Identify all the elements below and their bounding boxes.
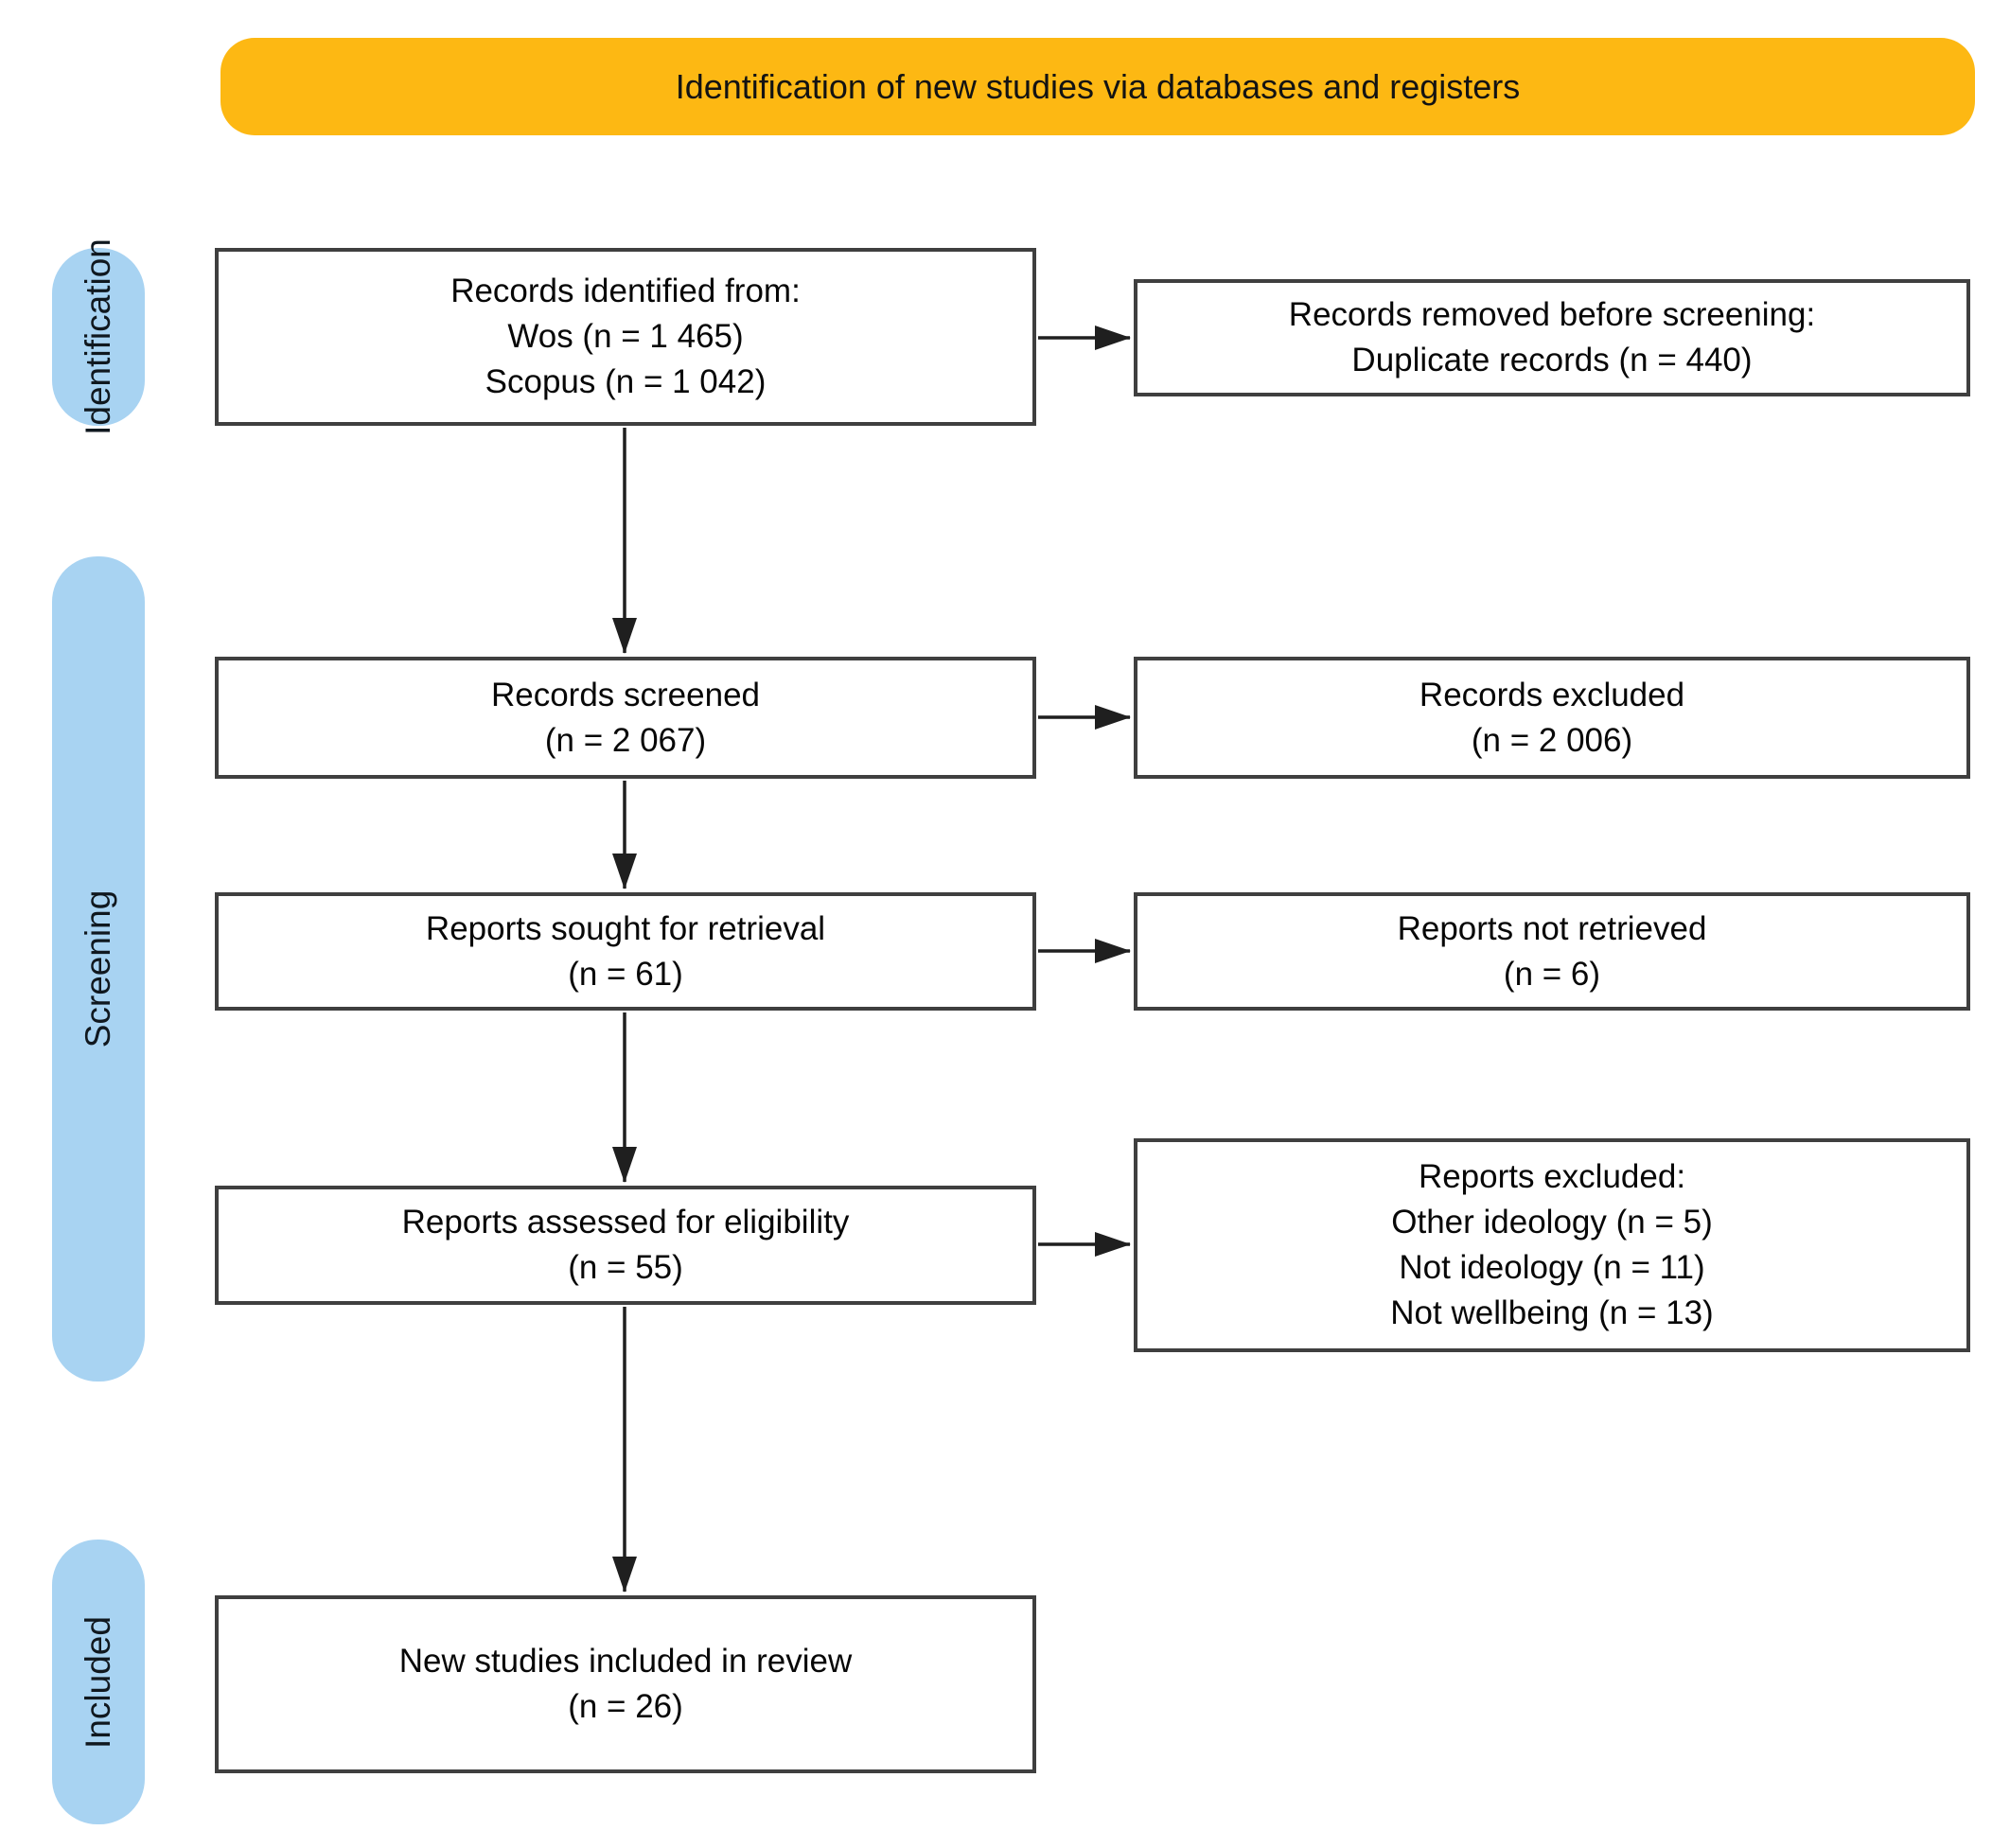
stage-included-label: Included — [79, 1615, 117, 1749]
box-records-identified: Records identified from: Wos (n = 1 465)… — [215, 248, 1036, 426]
box-line: Records screened — [490, 676, 761, 713]
box-new-studies-included-in-review: New studies included in review (n = 26) — [215, 1595, 1036, 1773]
box-line: (n = 55) — [568, 1249, 683, 1286]
box-line: Not wellbeing (n = 13) — [1390, 1294, 1714, 1331]
stage-included: Included — [52, 1540, 145, 1824]
box-records-removed-before-screening: Records removed before screening: Duplic… — [1134, 279, 1970, 396]
box-line: Duplicate records (n = 440) — [1351, 342, 1753, 378]
box-line: (n = 2 067) — [544, 721, 707, 759]
box-reports-sought-for-retrieval: Reports sought for retrieval (n = 61) — [215, 892, 1036, 1011]
banner-label: Identification of new studies via databa… — [675, 66, 1521, 106]
box-line: (n = 26) — [568, 1688, 683, 1725]
box-line: Reports excluded: — [1418, 1158, 1686, 1195]
box-reports-excluded: Reports excluded: Other ideology (n = 5)… — [1134, 1138, 1970, 1352]
stage-identification: Identification — [52, 238, 145, 435]
box-line: Other ideology (n = 5) — [1391, 1204, 1713, 1241]
box-line: (n = 61) — [568, 955, 683, 993]
banner-identification-of-new-studies: Identification of new studies via databa… — [220, 38, 1975, 135]
stage-identification-label: Identification — [79, 238, 117, 435]
box-line: Records removed before screening: — [1288, 296, 1816, 333]
stage-screening: Screening — [52, 556, 145, 1382]
box-line: Not ideology (n = 11) — [1399, 1249, 1705, 1286]
box-line: Records excluded — [1419, 676, 1685, 713]
box-reports-not-retrieved: Reports not retrieved (n = 6) — [1134, 892, 1970, 1011]
box-line: Wos (n = 1 465) — [507, 318, 744, 355]
box-line: Reports assessed for eligibility — [401, 1204, 850, 1241]
box-line: Scopus (n = 1 042) — [485, 363, 767, 400]
box-line: (n = 2 006) — [1471, 721, 1633, 759]
box-reports-assessed-for-eligibility: Reports assessed for eligibility (n = 55… — [215, 1186, 1036, 1305]
box-line: New studies included in review — [398, 1643, 853, 1680]
box-records-screened: Records screened (n = 2 067) — [215, 657, 1036, 779]
box-line: Reports sought for retrieval — [425, 909, 826, 947]
box-line: Reports not retrieved — [1397, 909, 1707, 947]
box-records-excluded: Records excluded (n = 2 006) — [1134, 657, 1970, 779]
box-line: Records identified from: — [450, 273, 801, 309]
stage-screening-label: Screening — [79, 889, 117, 1048]
box-line: (n = 6) — [1503, 955, 1601, 993]
